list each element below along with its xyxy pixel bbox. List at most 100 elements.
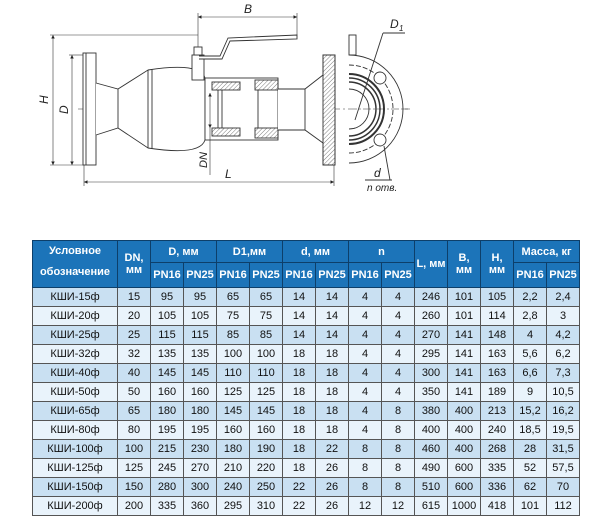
table-cell: 260 [414,306,448,326]
ball-valve-drawing: B D 1 H D DN L d n отв. [37,2,410,194]
table-cell: 18 [282,420,316,440]
cell-designation: КШИ-50ф [32,382,118,402]
table-cell: 195 [150,420,184,440]
table-cell: 12 [381,496,415,516]
table-cell: 70 [546,477,580,497]
table-cell: 18 [315,344,349,364]
table-cell: 180 [216,439,250,459]
header-d: d, мм [282,240,349,263]
table-cell: 57,5 [546,458,580,478]
table-cell: 2,2 [513,287,547,307]
subheader-D1-pn16: PN16 [216,262,250,288]
table-cell: 460 [414,439,448,459]
cell-designation: КШИ-25ф [32,325,118,345]
subheader-mass-pn25: PN25 [546,262,580,288]
table-cell: 19,5 [546,420,580,440]
table-cell: 1000 [447,496,481,516]
dim-label-d1: D [390,17,399,31]
dim-label-b: B [244,2,252,16]
header-text: мм [455,264,473,276]
cell-designation: КШИ-65ф [32,401,118,421]
header-text: Н, [491,252,503,264]
table-cell: 4 [381,363,415,383]
table-cell: 148 [480,325,514,345]
table-cell: 210 [216,458,250,478]
table-cell: 4 [348,344,382,364]
table-cell: 65 [117,401,151,421]
table-cell: 4 [348,420,382,440]
table-cell: 215 [150,439,184,459]
subheader-mass-pn16: PN16 [513,262,547,288]
table-cell: 160 [183,382,217,402]
table-cell: 200 [117,496,151,516]
table-cell: 380 [414,401,448,421]
table-cell: 180 [183,401,217,421]
table-cell: 2,4 [546,287,580,307]
table-cell: 25 [117,325,151,345]
header-dn: DN,мм [117,240,151,288]
table-cell: 360 [183,496,217,516]
cell-designation: КШИ-200ф [32,496,118,516]
subheader-d-pn16: PN16 [282,262,316,288]
table-cell: 135 [183,344,217,364]
table-cell: 8 [381,458,415,478]
table-cell: 8 [348,458,382,478]
table-cell: 230 [183,439,217,459]
table-cell: 14 [315,306,349,326]
table-cell: 160 [249,420,283,440]
dim-label-dn: DN [198,152,210,168]
table-cell: 300 [414,363,448,383]
table-cell: 295 [414,344,448,364]
table-cell: 110 [249,363,283,383]
table-cell: 145 [216,401,250,421]
table-cell: 18 [282,458,316,478]
subheader-D-pn16: PN16 [150,262,184,288]
table-cell: 9 [513,382,547,402]
table-cell: 18 [282,401,316,421]
header-L: L, мм [414,240,448,288]
table-cell: 14 [282,287,316,307]
table-cell: 8 [381,401,415,421]
subheader-n-pn25: PN25 [381,262,415,288]
table-cell: 26 [315,477,349,497]
table-cell: 85 [249,325,283,345]
subheader-D-pn25: PN25 [183,262,217,288]
table-cell: 95 [150,287,184,307]
table-cell: 18 [282,344,316,364]
cell-designation: КШИ-40ф [32,363,118,383]
table-cell: 195 [183,420,217,440]
table-cell: 4 [381,287,415,307]
table-cell: 101 [447,287,481,307]
table-cell: 18 [282,439,316,459]
table-cell: 8 [381,477,415,497]
table-cell: 6,6 [513,363,547,383]
table-cell: 4 [348,363,382,383]
right-flange [322,54,336,166]
table-cell: 4 [381,382,415,402]
table-cell: 246 [414,287,448,307]
dim-label-d1-sub: 1 [399,24,403,33]
table-cell: 12 [348,496,382,516]
dim-label-l: L [225,167,232,181]
table-cell: 105 [183,306,217,326]
table-cell: 4 [348,287,382,307]
table-cell: 14 [282,325,316,345]
table-cell: 32 [117,344,151,364]
table-cell: 50 [117,382,151,402]
table-cell: 26 [315,458,349,478]
table-cell: 7,3 [546,363,580,383]
cell-designation: КШИ-20ф [32,306,118,326]
table-cell: 160 [216,420,250,440]
cell-designation: КШИ-80ф [32,420,118,440]
table-cell: 40 [117,363,151,383]
table-cell: 490 [414,458,448,478]
table-cell: 5,6 [513,344,547,364]
header-text: мм [125,264,143,276]
table-cell: 4 [381,306,415,326]
table-cell: 4,2 [546,325,580,345]
